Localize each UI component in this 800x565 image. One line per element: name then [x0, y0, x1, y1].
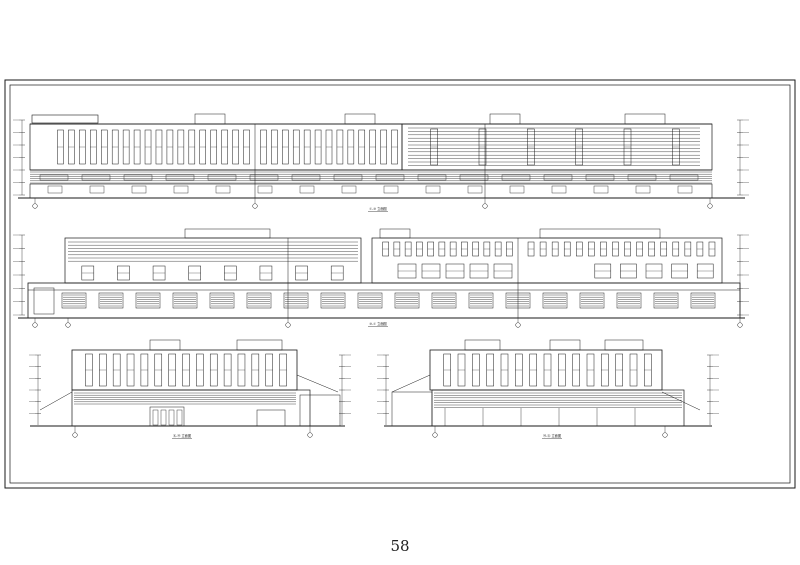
elevation-4: Ⓗ-Ⓐ 立面图	[377, 339, 719, 439]
elevation-2-caption: ⑩-① 立面图	[369, 321, 386, 326]
elevation-2: ⑩-① 立面图	[13, 228, 749, 328]
elevation-1-caption: ①-⑩ 立面图	[369, 206, 386, 211]
drawing-frame	[4, 79, 796, 489]
elevation-3: Ⓐ-Ⓗ 立面图	[29, 339, 351, 439]
elevation-4-caption: Ⓗ-Ⓐ 立面图	[543, 433, 561, 438]
elevation-3-caption: Ⓐ-Ⓗ 立面图	[173, 433, 191, 438]
elevation-1: ①-⑩ 立面图	[13, 113, 749, 212]
page-number: 58	[390, 537, 410, 555]
